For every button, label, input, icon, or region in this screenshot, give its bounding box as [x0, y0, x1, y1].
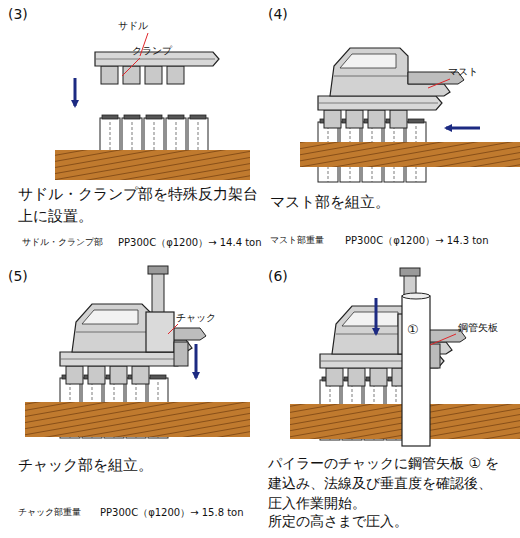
- step-number: (6): [268, 268, 288, 285]
- part-label: サドル: [118, 20, 148, 32]
- part-label: チャック: [176, 312, 216, 324]
- step-5-art: [25, 266, 250, 438]
- saddle-clamp: [318, 96, 442, 128]
- step-number: (4): [268, 6, 288, 23]
- saddle-clamp: [95, 52, 219, 84]
- step-description: マスト部を組立。: [270, 193, 390, 211]
- step-description: 所定の高さまで圧入。: [268, 513, 408, 530]
- step-4-art: [300, 48, 520, 182]
- weight-value: PP300C（φ1200）→ 14.3 ton: [345, 235, 489, 247]
- weight-label: マスト部重量: [270, 235, 324, 246]
- step-6-art: [290, 268, 520, 446]
- step-number: (3): [8, 6, 28, 23]
- part-label: マスト: [448, 66, 478, 78]
- weight-label: サドル・クランプ部: [22, 237, 103, 248]
- ground: [300, 142, 520, 167]
- weight-value: PP300C（φ1200）→ 15.8 ton: [100, 507, 244, 519]
- move-arrow: [446, 127, 480, 130]
- move-arrow: [375, 298, 378, 334]
- part-label: 鋼管矢板: [458, 322, 498, 334]
- saddle-clamp: [60, 352, 184, 384]
- step-description: パイラーのチャックに鋼管矢板 ① を 建込み、法線及び垂直度を確認後、 圧入作業…: [268, 453, 518, 513]
- mast-unit: [330, 48, 464, 96]
- weight-label: チャック部重量: [18, 507, 81, 518]
- leader-line: [122, 58, 140, 76]
- steel-pipe-pile: [402, 296, 430, 446]
- leader-line: [428, 79, 450, 88]
- step-3-art: [55, 33, 250, 180]
- part-label: クランプ: [132, 45, 172, 57]
- weight-value: PP300C（φ1200）→ 14.4 ton: [118, 237, 262, 249]
- callout-number: ①: [407, 322, 419, 338]
- leader-line: [168, 324, 178, 334]
- step-description: サドル・クランプ部を特殊反力架台 上に設置。: [18, 183, 270, 227]
- leader-line: [430, 334, 456, 345]
- step-number: (5): [8, 268, 28, 285]
- move-arrow: [195, 344, 198, 378]
- step-description: チャック部を組立。: [18, 456, 153, 474]
- ground: [55, 150, 250, 180]
- pipe-top: [402, 293, 430, 299]
- ground: [25, 402, 250, 437]
- move-arrow: [74, 78, 77, 106]
